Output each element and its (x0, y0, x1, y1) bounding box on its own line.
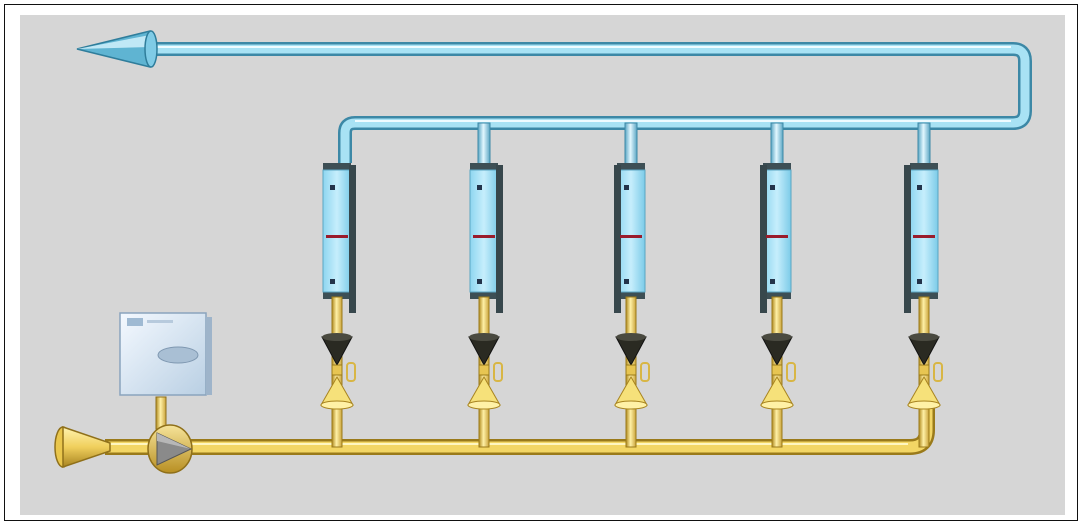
flowmeter-icon (904, 163, 939, 313)
pump-icon (147, 424, 193, 474)
flowmeter-icon (614, 163, 646, 313)
circuits (320, 122, 943, 448)
circuit-5 (904, 122, 943, 448)
valve-icon (320, 333, 356, 410)
circuit-2 (467, 122, 503, 448)
circuit-4 (760, 122, 796, 448)
valve-icon (760, 333, 796, 410)
valve-icon (907, 333, 943, 410)
flowmeter-icon (760, 163, 792, 313)
inlet-arrow-icon (54, 425, 111, 469)
valve-icon (614, 333, 650, 410)
return-line (155, 42, 1032, 163)
outlet-arrow-icon (76, 30, 158, 68)
circuit-1 (320, 163, 356, 448)
flowmeter-icon (469, 163, 503, 313)
manifold-diagram (20, 15, 1065, 515)
circuit-3 (614, 122, 650, 448)
diagram-frame (4, 4, 1078, 521)
valve-icon (467, 333, 503, 410)
diagram-background (20, 15, 1065, 515)
flowmeter-icon (322, 163, 356, 313)
